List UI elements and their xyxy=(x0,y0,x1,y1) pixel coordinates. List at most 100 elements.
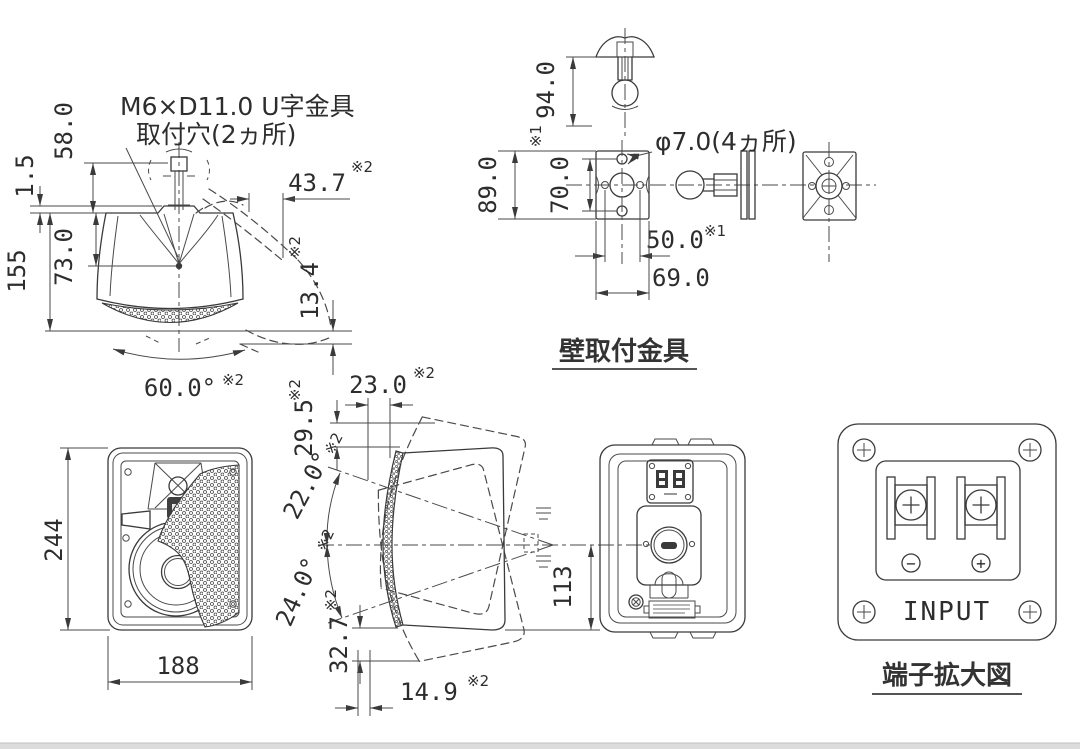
dim-29p5: 29.5 ※2 xyxy=(286,379,435,470)
svg-text:※2: ※2 xyxy=(467,672,489,690)
svg-text:69.0: 69.0 xyxy=(652,264,710,292)
inner-side-lines xyxy=(109,215,232,298)
rear-terminal-plate xyxy=(646,459,694,504)
svg-text:73.0: 73.0 xyxy=(50,228,78,286)
dim-58: 58.0 xyxy=(50,102,168,213)
dim-32p7: 32.7 ※2 xyxy=(322,589,420,684)
svg-text:1.5: 1.5 xyxy=(11,154,39,197)
svg-text:94.0: 94.0 xyxy=(532,61,560,119)
svg-text:50.0: 50.0 xyxy=(646,226,704,254)
speaker-left-side xyxy=(96,212,107,300)
dim-70: 70.0 xyxy=(546,156,617,214)
horn-lines xyxy=(163,213,195,265)
corner-screws xyxy=(852,438,1042,624)
svg-text:※2: ※2 xyxy=(322,589,340,611)
grille-front xyxy=(157,464,240,628)
bracket-caption: 壁取付金具 xyxy=(559,336,689,367)
dim-244: 244 xyxy=(40,447,110,631)
svg-text:※1: ※1 xyxy=(704,222,726,240)
hole-label: φ7.0(4ヵ所) xyxy=(655,127,797,156)
hole-callout: φ7.0(4ヵ所) xyxy=(626,127,797,165)
svg-text:※2: ※2 xyxy=(313,526,338,554)
svg-text:70.0: 70.0 xyxy=(546,156,574,214)
front-view: 244 188 xyxy=(40,447,253,690)
ball-arm-side xyxy=(675,150,756,220)
svg-text:※2: ※2 xyxy=(320,430,346,458)
speaker-top-edge xyxy=(105,205,234,214)
dim-113: 113 xyxy=(505,545,600,631)
svg-text:14.9: 14.9 xyxy=(400,678,458,706)
top-view: M6×D11.0 U字金具 取付穴(2ヵ所) 1.5 58.0 73.0 155 xyxy=(3,92,373,402)
dim-1p5: 1.5 xyxy=(11,154,162,233)
tweeter-horn xyxy=(147,462,209,510)
cabinet-side xyxy=(402,447,506,631)
horn-curves xyxy=(139,214,219,265)
minus-icon xyxy=(901,553,921,573)
grille-band-top-view xyxy=(101,302,239,323)
dim-188: 188 xyxy=(107,636,253,690)
svg-text:※2: ※2 xyxy=(222,371,244,389)
svg-text:13.4: 13.4 xyxy=(296,262,324,320)
terminal-left xyxy=(886,476,936,540)
baffle-screws xyxy=(122,468,237,608)
speaker-right-side xyxy=(232,212,244,300)
keyhole-mounts xyxy=(523,507,551,568)
dim-13p4: 13.4 ※2 xyxy=(45,236,352,375)
minus-label: − xyxy=(906,554,916,573)
mount-tabs xyxy=(649,438,717,639)
footer-bar xyxy=(0,743,1080,749)
dim-94: 94.0 xyxy=(532,56,600,127)
callout-leader xyxy=(125,147,179,258)
bracket-plate-rear xyxy=(802,142,857,262)
svg-text:32.7: 32.7 xyxy=(325,616,353,674)
input-label: INPUT xyxy=(903,597,991,627)
rear-knob-panel xyxy=(636,505,702,599)
axis-tilted xyxy=(327,466,554,624)
port xyxy=(121,510,151,530)
rear-panel xyxy=(617,460,728,618)
arc-tilt-up xyxy=(323,472,341,546)
svg-text:※2: ※2 xyxy=(286,379,304,401)
dim-14p9: 14.9 ※2 xyxy=(335,650,489,716)
cabinet-mid xyxy=(112,452,248,626)
pivot-hole xyxy=(175,262,183,270)
svg-text:※2: ※2 xyxy=(351,158,373,176)
svg-text:113: 113 xyxy=(549,565,577,608)
dim-73: 73.0 xyxy=(50,213,176,286)
callout-line1: M6×D11.0 U字金具 xyxy=(120,92,355,121)
rear-view xyxy=(599,438,746,639)
dim-155: 155 xyxy=(3,213,53,331)
svg-text:23.0: 23.0 xyxy=(349,371,407,399)
dim-23: 23.0 ※2 xyxy=(345,364,435,480)
svg-text:43.7: 43.7 xyxy=(288,169,346,197)
dim-89: 89.0 ※1 xyxy=(474,125,596,220)
arc-tilt-down xyxy=(324,544,343,619)
terminal-view: − + INPUT 端子拡大図 xyxy=(837,423,1057,695)
rear-outer xyxy=(599,444,746,633)
svg-text:155: 155 xyxy=(3,249,31,292)
svg-text:89.0: 89.0 xyxy=(474,156,502,214)
rear-label xyxy=(643,600,701,619)
svg-text:60.0°: 60.0° xyxy=(144,374,216,402)
dim-24deg: 24.0° xyxy=(270,553,325,630)
terminal-right xyxy=(956,476,1006,540)
dim-22deg: 22.0° xyxy=(278,447,337,524)
svg-text:※2: ※2 xyxy=(286,236,304,258)
dim-60deg: 60.0° ※2 xyxy=(112,335,246,402)
callout-line2: 取付穴(2ヵ所) xyxy=(136,120,296,149)
svg-text:29.5: 29.5 xyxy=(290,399,318,457)
dim-69: 69.0 xyxy=(595,221,710,300)
rear-screw xyxy=(628,594,644,610)
rear-mid xyxy=(608,453,737,624)
svg-text:244: 244 xyxy=(40,518,68,561)
terminal-block xyxy=(875,460,1021,581)
plus-label: + xyxy=(976,554,986,573)
wall-bracket-view: 94.0 xyxy=(474,28,876,370)
plus-icon xyxy=(971,553,991,573)
terminal-caption: 端子拡大図 xyxy=(882,661,1012,691)
dim-43p7: 43.7 ※2 xyxy=(230,158,373,258)
side-view: 22.0° ※2 24.0° ※2 23.0 ※2 29.5 ※2 32.7 ※… xyxy=(270,364,650,716)
svg-text:188: 188 xyxy=(156,652,199,680)
